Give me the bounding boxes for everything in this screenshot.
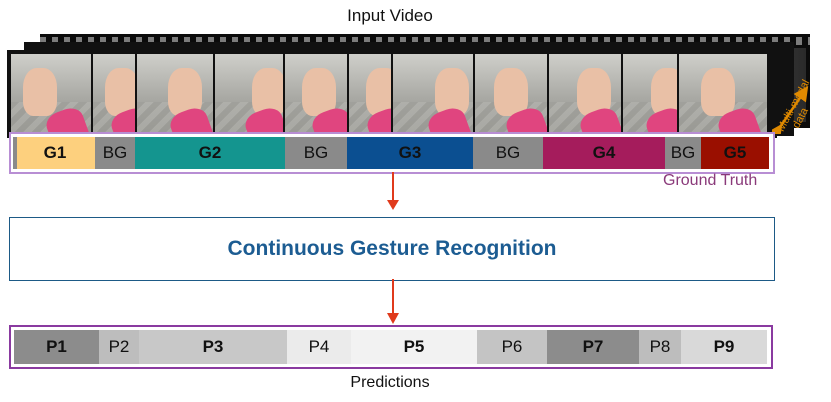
hand-icon <box>493 68 528 117</box>
gesture-recognition-label: Continuous Gesture Recognition <box>227 237 557 260</box>
ground-truth-segment: BG <box>95 137 135 169</box>
film-sprockets <box>40 37 810 45</box>
prediction-segment: P2 <box>99 330 139 364</box>
ground-truth-start-mark <box>13 137 17 169</box>
prediction-segment: P1 <box>14 330 99 364</box>
prediction-segment: P7 <box>547 330 639 364</box>
video-frame <box>393 54 473 134</box>
video-frame <box>285 54 347 134</box>
video-frame <box>623 54 677 134</box>
ground-truth-segment: G3 <box>347 137 473 169</box>
prediction-segment: P8 <box>639 330 681 364</box>
video-frame <box>11 54 91 134</box>
video-frame <box>137 54 213 134</box>
input-video-title: Input Video <box>347 6 433 25</box>
video-frame <box>93 54 135 134</box>
prediction-segment: P3 <box>139 330 287 364</box>
ground-truth-segment: BG <box>665 137 701 169</box>
video-frame <box>679 54 767 134</box>
prediction-segment: P5 <box>351 330 477 364</box>
hand-icon <box>23 68 57 117</box>
video-frame <box>349 54 391 134</box>
multimodal-arrow-icon <box>772 86 809 134</box>
prediction-segment: P4 <box>287 330 351 364</box>
ground-truth-label: Ground Truth <box>663 172 758 189</box>
prediction-segment: P9 <box>681 330 767 364</box>
ground-truth-segment: BG <box>285 137 347 169</box>
ground-truth-segment: BG <box>473 137 543 169</box>
ground-truth-segment: G5 <box>701 137 769 169</box>
film-strip-front <box>7 50 777 138</box>
predictions-label: Predictions <box>350 374 430 391</box>
down-arrow-icon <box>387 279 399 324</box>
ground-truth-segment: G4 <box>543 137 665 169</box>
video-frame <box>475 54 547 134</box>
prediction-segment: P6 <box>477 330 547 364</box>
video-frame <box>549 54 621 134</box>
down-arrow-icon <box>387 172 399 210</box>
video-frame <box>215 54 283 134</box>
ground-truth-segment: G2 <box>135 137 285 169</box>
hand-icon <box>701 68 735 117</box>
ground-truth-segment: G1 <box>15 137 95 169</box>
gesture-recognition-box: Continuous Gesture Recognition <box>9 217 775 281</box>
